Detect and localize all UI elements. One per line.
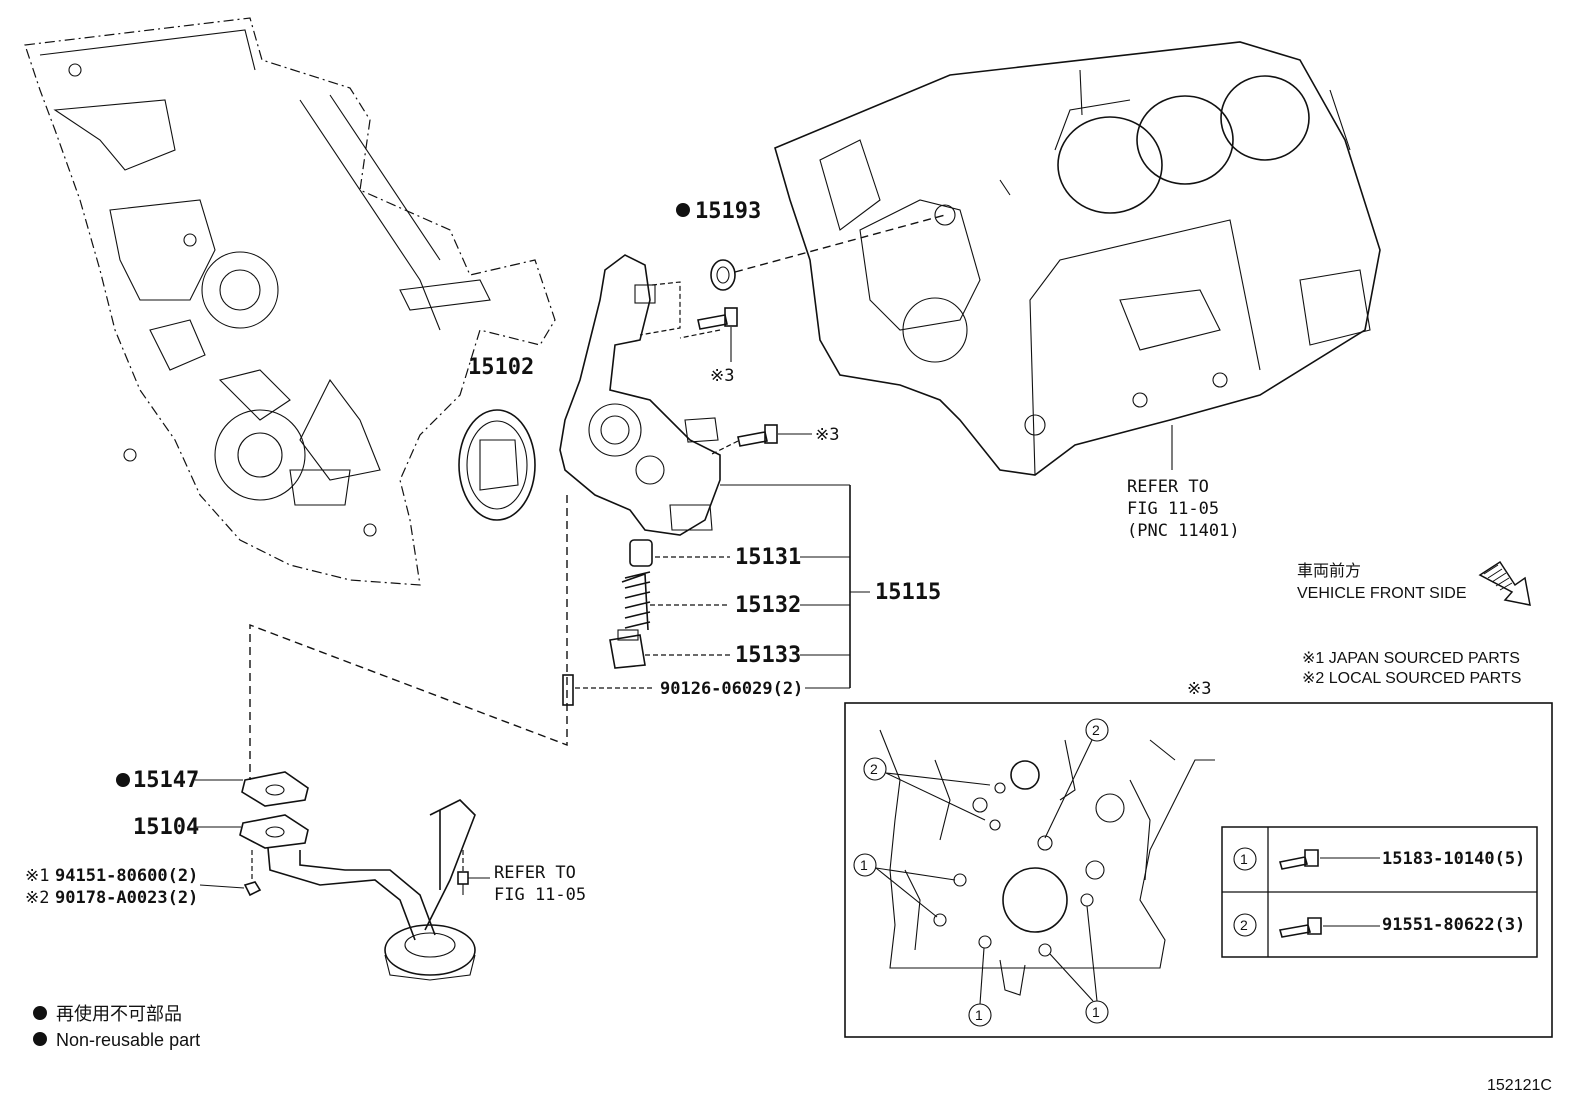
part-label-15102[interactable]: 15102 <box>468 355 534 380</box>
strainer-nut-illustration <box>199 850 262 897</box>
table-row2-bolt-icon <box>1278 917 1322 938</box>
note-mark-1: ※1 <box>25 866 49 886</box>
rotor-15102-illustration <box>458 409 536 521</box>
pump-bolt-lower-illustration <box>709 424 812 456</box>
table-row2-num: 2 <box>1240 917 1248 933</box>
part-label-15131[interactable]: 15131 <box>735 545 801 570</box>
table-row1-part[interactable]: 15183-10140(5) <box>1382 849 1525 869</box>
relief-valve-leaders <box>575 484 870 689</box>
front-direction-arrow-icon <box>1478 560 1531 606</box>
inset-box <box>844 702 1553 1038</box>
gasket-15147-illustration <box>195 771 309 807</box>
part-label-15104[interactable]: 15104 <box>133 815 199 840</box>
callout-2-b: 2 <box>1092 722 1100 738</box>
table-row1-num: 1 <box>1240 851 1248 867</box>
strainer-bolt-illustration <box>457 850 490 895</box>
cylinder-block-illustration <box>774 41 1381 476</box>
non-reusable-dot-15193 <box>676 203 690 217</box>
figure-id: 152121C <box>1487 1077 1552 1094</box>
callout-1-a: 1 <box>860 857 868 873</box>
oil-seal-15193-illustration <box>710 214 946 291</box>
part-label-15133[interactable]: 15133 <box>735 643 801 668</box>
strainer-15104-illustration <box>195 799 476 981</box>
timing-cover-illustration <box>24 17 556 586</box>
legend-dot-en <box>33 1032 47 1046</box>
inset-bolt-table: 1 15183-10140(5) 2 91551-80622(3) <box>1221 826 1538 958</box>
part-label-94151[interactable]: 94151-80600(2) <box>55 866 198 886</box>
non-reusable-dot-15147 <box>116 773 130 787</box>
part-label-15193[interactable]: 15193 <box>695 199 761 224</box>
pan-ref-line2[interactable]: FIG 11-05 <box>494 885 586 905</box>
legend-non-reusable-en: Non-reusable part <box>56 1030 200 1050</box>
callout-2-a: 2 <box>870 761 878 777</box>
part-label-90178[interactable]: 90178-A0023(2) <box>55 888 198 908</box>
legend-non-reusable-jp: 再使用不可部品 <box>56 1004 182 1024</box>
bolt-note-right: ※3 <box>815 425 839 445</box>
inset-title: ※3 <box>1187 679 1211 699</box>
pump-to-strainer-dashed-line <box>249 495 568 780</box>
inset-callouts: 2 2 1 1 1 <box>853 718 1109 1027</box>
note-mark-2: ※2 <box>25 888 49 908</box>
direction-label-jp: 車両前方 <box>1297 562 1361 580</box>
pan-ref-line1[interactable]: REFER TO <box>494 863 576 883</box>
part-label-15132[interactable]: 15132 <box>735 593 801 618</box>
pump-bolt-upper-illustration <box>679 307 738 362</box>
part-label-15147[interactable]: 15147 <box>133 768 199 793</box>
oil-pump-body-illustration <box>559 254 721 536</box>
table-row1-bolt-icon <box>1278 849 1319 870</box>
relief-valve-illustration <box>562 539 653 706</box>
direction-label-en: VEHICLE FRONT SIDE <box>1297 585 1467 602</box>
inset-cover-illustration <box>879 729 1215 996</box>
legend-dot-jp <box>33 1006 47 1020</box>
part-label-15115[interactable]: 15115 <box>875 580 941 605</box>
note-japan-sourced: ※1 JAPAN SOURCED PARTS <box>1302 650 1520 667</box>
table-row2-part[interactable]: 91551-80622(3) <box>1382 915 1525 935</box>
callout-1-b: 1 <box>975 1007 983 1023</box>
callout-1-c: 1 <box>1092 1004 1100 1020</box>
bolt-note-upper: ※3 <box>710 366 734 386</box>
note-local-sourced: ※2 LOCAL SOURCED PARTS <box>1302 670 1521 687</box>
block-ref-line2[interactable]: FIG 11-05 <box>1127 499 1219 519</box>
block-ref-line3: (PNC 11401) <box>1127 521 1240 541</box>
block-ref-line1[interactable]: REFER TO <box>1127 477 1209 497</box>
part-label-90126[interactable]: 90126-06029(2) <box>660 679 803 699</box>
